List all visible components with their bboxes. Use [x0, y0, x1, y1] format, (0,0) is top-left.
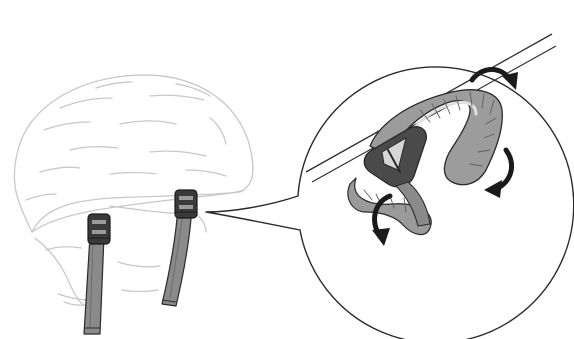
left-strap [83, 235, 105, 335]
right-slider-buckle [174, 189, 198, 219]
detail-callout-circle [205, 33, 574, 339]
helmet-drawing [13, 74, 254, 307]
rotate-arrow-icon [469, 67, 518, 90]
zoomed-buckle-detail [347, 89, 503, 236]
right-strap [161, 205, 193, 307]
left-slider-buckle [87, 213, 111, 245]
rotate-arrow-icon [484, 147, 515, 198]
rotate-arrow-icon [372, 193, 393, 246]
